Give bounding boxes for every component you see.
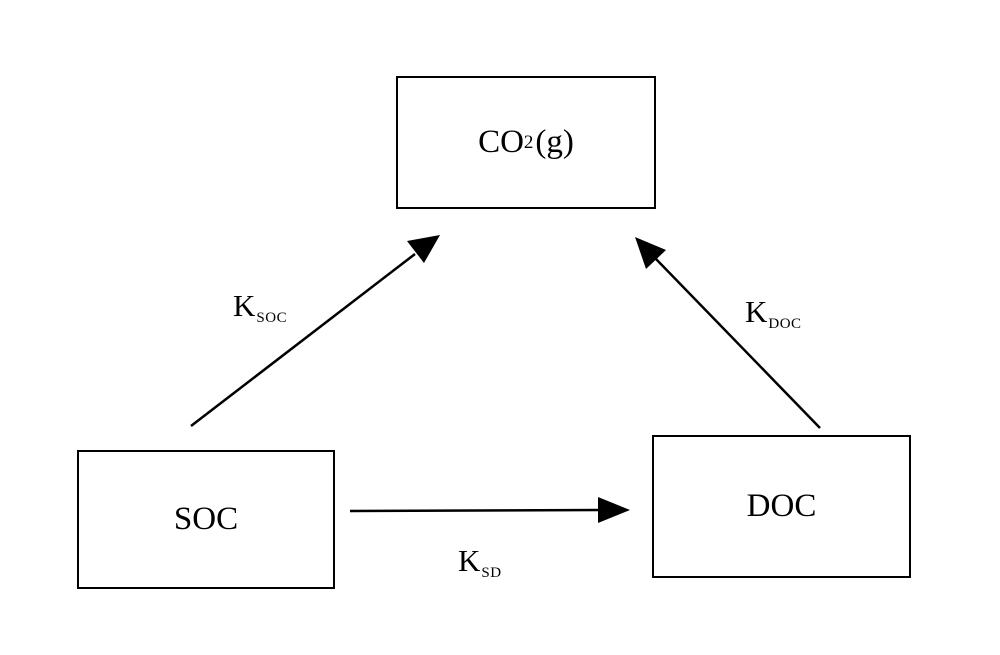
rate-label-ksd: KSD — [458, 543, 502, 581]
doc-box: DOC — [652, 435, 911, 578]
arrow-doc-to-co2-head — [635, 237, 666, 269]
rate-label-ksoc: KSOC — [233, 288, 287, 326]
soc-box: SOC — [77, 450, 335, 589]
kdoc-main: K — [745, 294, 768, 329]
kdoc-subscript: DOC — [768, 316, 802, 332]
arrow-doc-to-co2-shaft — [655, 258, 821, 429]
rate-label-kdoc: KDOC — [745, 294, 802, 332]
arrow-soc-to-doc-head — [598, 497, 630, 523]
ksd-main: K — [458, 543, 481, 578]
ksd-subscript: SD — [481, 565, 502, 581]
soc-label: SOC — [173, 501, 239, 537]
arrow-soc-to-co2-shaft — [190, 253, 416, 427]
ksoc-subscript: SOC — [256, 310, 288, 326]
doc-label: DOC — [746, 488, 817, 524]
arrow-soc-to-doc-shaft — [349, 508, 603, 513]
co2-tail: (g) — [535, 124, 574, 160]
ksoc-main: K — [233, 288, 256, 323]
arrow-soc-to-co2-head — [407, 235, 440, 263]
co2-main: CO — [478, 124, 524, 160]
